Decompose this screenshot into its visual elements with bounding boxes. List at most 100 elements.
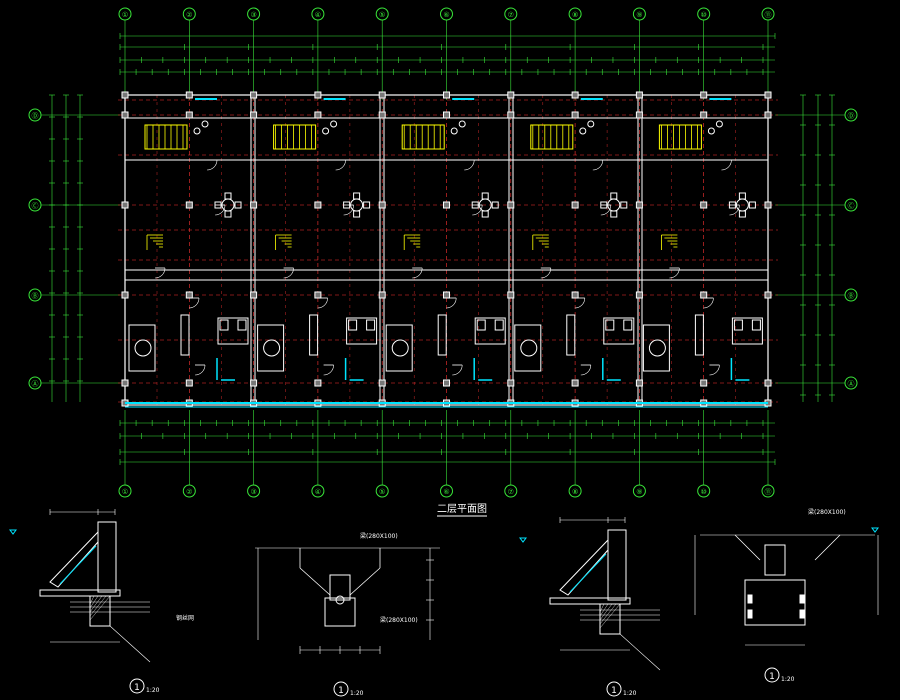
wardrobe bbox=[566, 314, 576, 356]
bed bbox=[731, 317, 763, 345]
axis-label: Ⓑ bbox=[32, 292, 39, 300]
wardrobe bbox=[437, 314, 447, 356]
column bbox=[700, 111, 708, 119]
door-swing bbox=[464, 159, 475, 171]
axis-label: ⑥ bbox=[443, 488, 449, 496]
column bbox=[764, 111, 772, 119]
column bbox=[121, 291, 129, 299]
axis-label: ⑦ bbox=[508, 11, 514, 19]
chair bbox=[224, 192, 232, 200]
door-swing bbox=[206, 159, 218, 171]
column bbox=[764, 91, 772, 99]
column bbox=[507, 291, 515, 299]
sink bbox=[458, 120, 466, 128]
column bbox=[378, 201, 386, 209]
door-swing bbox=[335, 159, 346, 171]
column bbox=[378, 379, 386, 387]
rebar bbox=[747, 594, 753, 604]
column bbox=[764, 379, 772, 387]
column bbox=[507, 201, 515, 209]
door-swing bbox=[194, 364, 206, 376]
column-section bbox=[329, 574, 351, 601]
door-swing bbox=[574, 297, 586, 309]
pillow bbox=[237, 319, 247, 331]
column bbox=[314, 291, 322, 299]
door-swing bbox=[592, 159, 604, 171]
stair-outline bbox=[530, 124, 574, 150]
axis-label: ⑪ bbox=[765, 11, 772, 19]
column bbox=[250, 111, 258, 119]
rebar bbox=[747, 609, 753, 619]
axis-label: Ⓓ bbox=[32, 112, 39, 120]
stair bbox=[658, 124, 702, 150]
sofa bbox=[514, 324, 542, 372]
column bbox=[635, 291, 643, 299]
column bbox=[378, 111, 386, 119]
hatch bbox=[599, 603, 605, 613]
column bbox=[121, 91, 129, 99]
chair bbox=[738, 210, 746, 218]
column bbox=[507, 91, 515, 99]
axis-label: Ⓐ bbox=[32, 380, 39, 388]
pillow bbox=[605, 319, 615, 331]
chair bbox=[738, 192, 746, 200]
column bbox=[764, 291, 772, 299]
level-marker bbox=[9, 529, 17, 535]
door-swing bbox=[721, 159, 732, 171]
coffee-table bbox=[391, 339, 409, 357]
canopy-glazing bbox=[59, 545, 97, 585]
column bbox=[185, 201, 193, 209]
door-swing bbox=[154, 267, 166, 279]
rebar bbox=[335, 595, 345, 605]
slope bbox=[734, 534, 761, 561]
column bbox=[314, 91, 322, 99]
detail-3-scale-marker: 1 1:20 bbox=[606, 681, 637, 697]
column bbox=[121, 111, 129, 119]
detail-4-beam-label: 梁(280X100) bbox=[808, 508, 846, 516]
plan-title: 二层平面图 bbox=[437, 503, 487, 515]
beam-section bbox=[89, 595, 111, 627]
level-marker bbox=[519, 537, 527, 543]
pillow bbox=[733, 319, 743, 331]
door-swing bbox=[600, 204, 612, 216]
door-swing bbox=[323, 364, 334, 376]
axis-label: ⑧ bbox=[572, 488, 578, 496]
bed-frame bbox=[346, 317, 378, 345]
axis-label: ⑧ bbox=[572, 11, 578, 19]
column bbox=[571, 111, 579, 119]
stair-small bbox=[661, 234, 678, 250]
chair bbox=[491, 201, 499, 209]
door-swing bbox=[214, 204, 226, 216]
column bbox=[507, 111, 515, 119]
leader-line bbox=[619, 633, 661, 671]
axis-label: ⑤ bbox=[379, 11, 385, 19]
sink bbox=[330, 120, 338, 128]
sink bbox=[587, 120, 595, 128]
wall-section bbox=[97, 521, 117, 593]
stair-small bbox=[275, 234, 292, 250]
chair bbox=[234, 201, 242, 209]
toilet bbox=[707, 127, 715, 135]
bed bbox=[474, 317, 506, 345]
bed-frame bbox=[474, 317, 506, 345]
column bbox=[121, 379, 129, 387]
axis-label: ⑩ bbox=[701, 488, 707, 496]
axis-label: ② bbox=[186, 11, 192, 19]
toilet bbox=[579, 127, 587, 135]
axis-label: ① bbox=[122, 11, 128, 19]
floor-plan bbox=[121, 91, 772, 408]
chair bbox=[610, 192, 618, 200]
chair bbox=[224, 210, 232, 218]
pillow bbox=[751, 319, 761, 331]
column bbox=[571, 201, 579, 209]
detail-2-beam-label-bottom: 梁(280X100) bbox=[380, 616, 418, 624]
column bbox=[700, 201, 708, 209]
bed-frame bbox=[731, 317, 763, 345]
chair bbox=[363, 201, 371, 209]
hatch bbox=[599, 603, 617, 625]
door-swing bbox=[343, 204, 354, 216]
detail-1-scale-marker: 1 1:20 bbox=[129, 678, 160, 694]
slope bbox=[349, 567, 381, 596]
door-swing bbox=[412, 267, 423, 279]
